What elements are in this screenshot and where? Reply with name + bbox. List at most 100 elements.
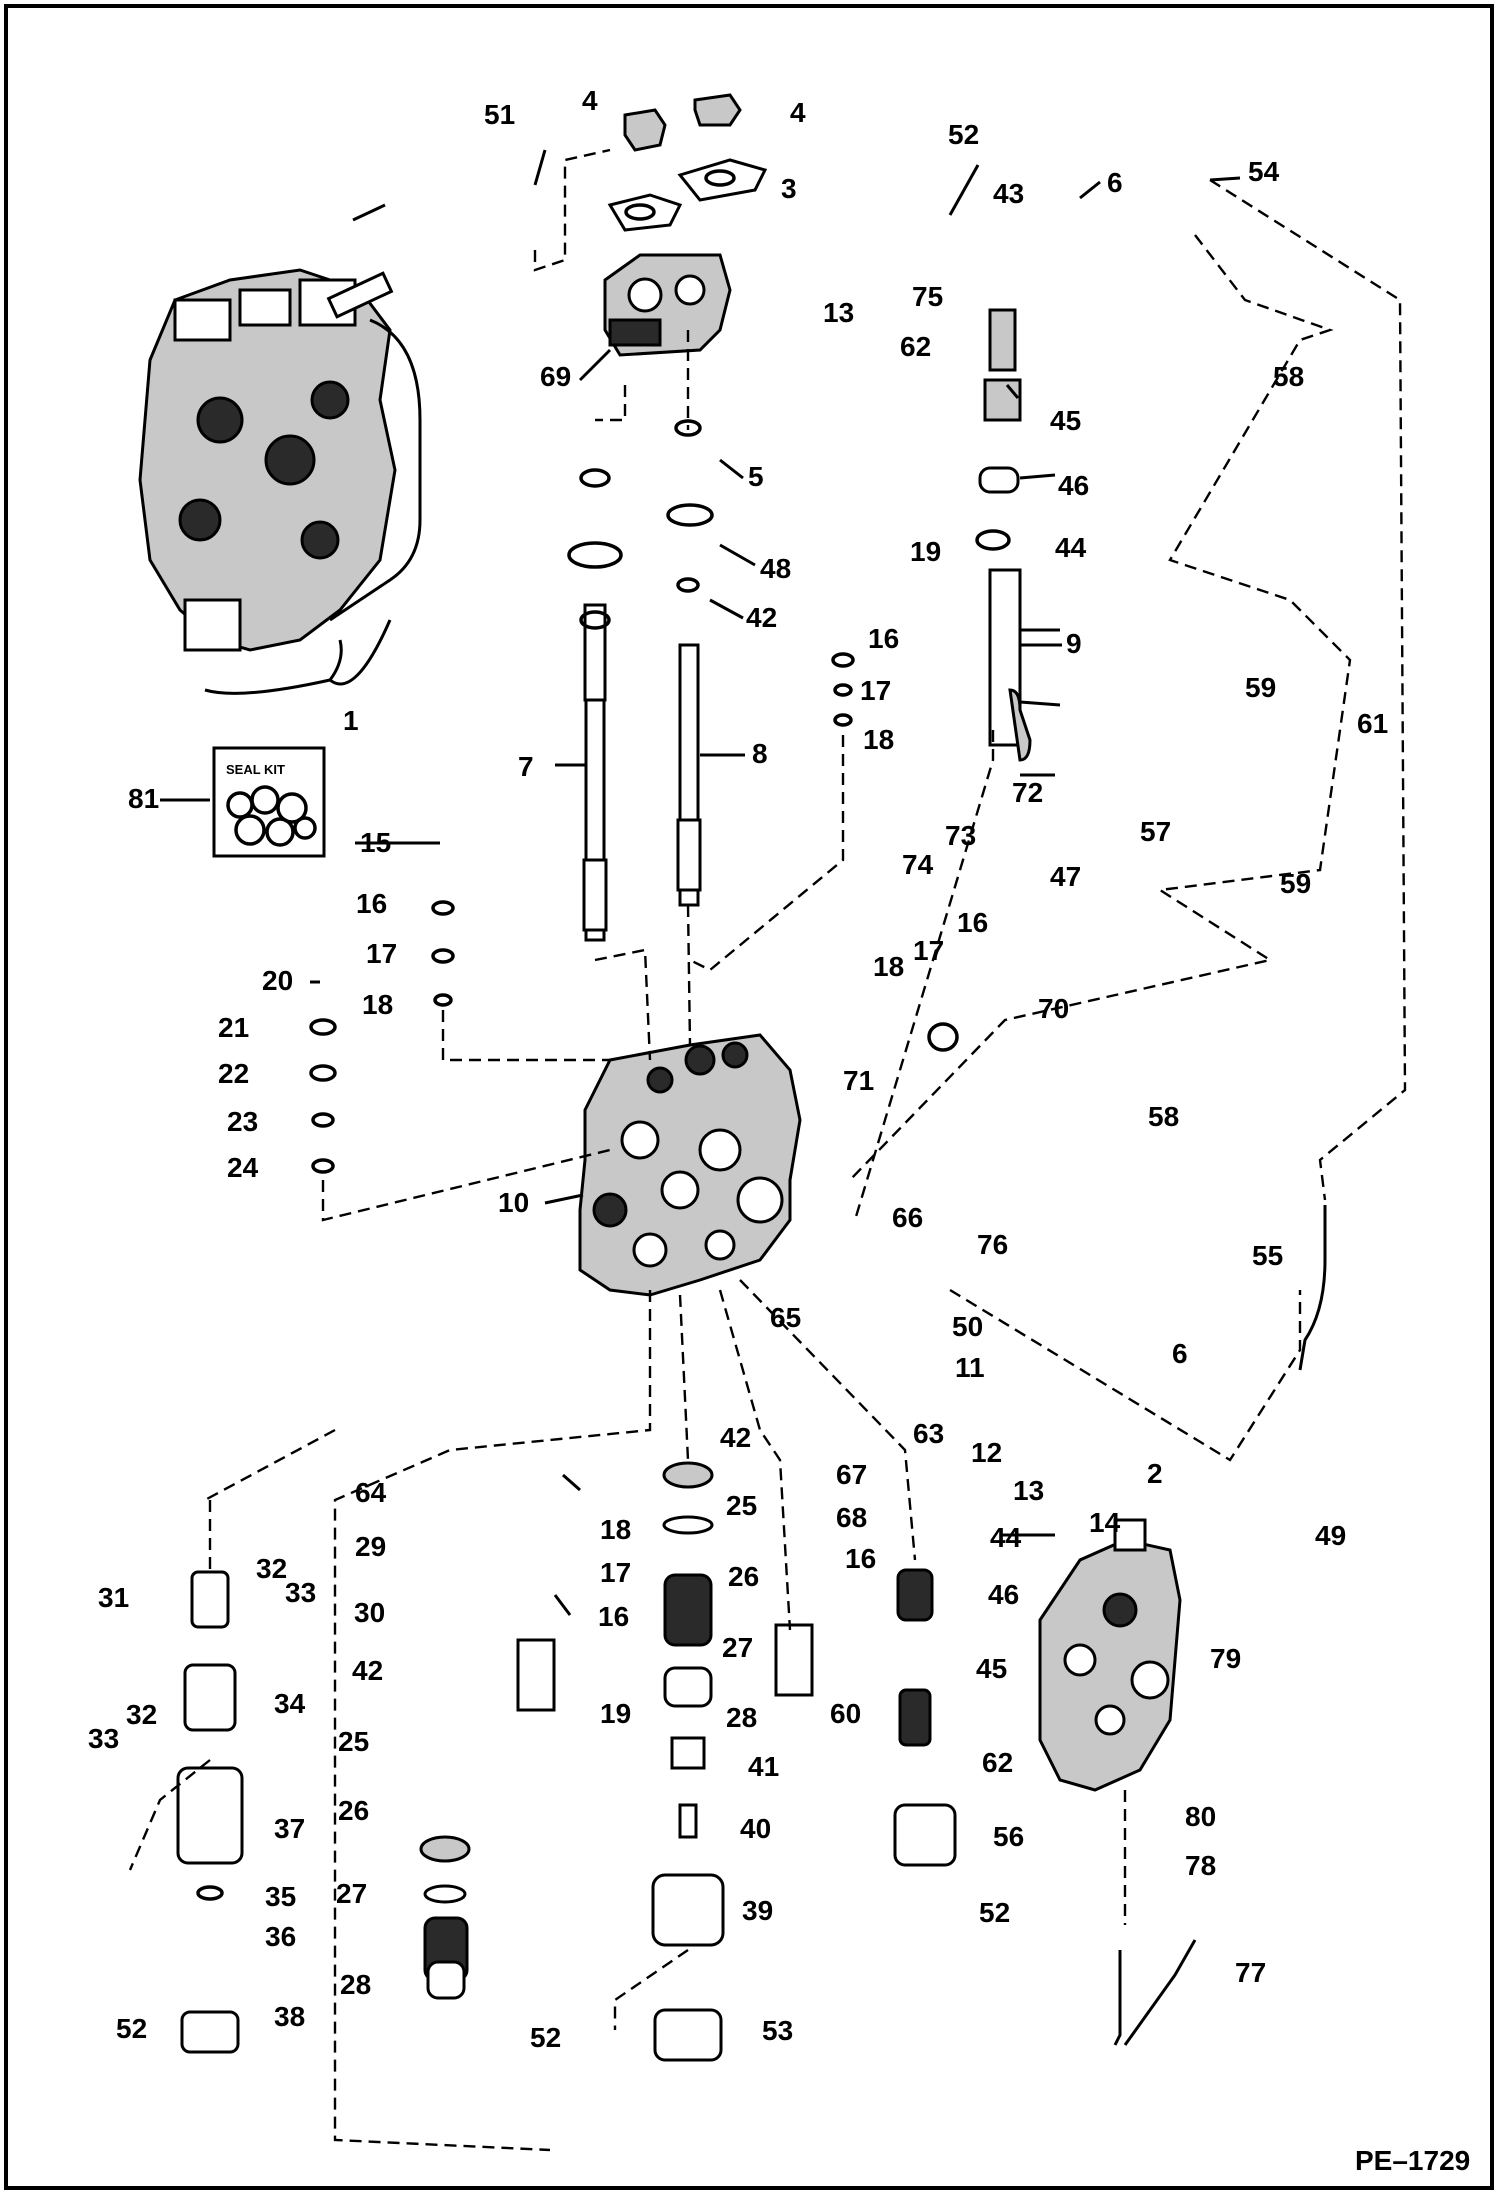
label-70: 70 (1038, 993, 1069, 1024)
label-9: 9 (1066, 628, 1082, 659)
label-41: 41 (748, 1751, 779, 1782)
label-10: 10 (498, 1187, 529, 1218)
label-17a: 17 (860, 675, 891, 706)
label-18d: 18 (600, 1514, 631, 1545)
label-59b: 59 (1280, 868, 1311, 899)
part-labels: 1 2 3 4 4 5 6 6 7 8 9 10 11 12 13 13 14 … (88, 85, 1388, 2053)
label-52a: 52 (948, 119, 979, 150)
label-67: 67 (836, 1459, 867, 1490)
label-55: 55 (1252, 1240, 1283, 1271)
spools (582, 603, 702, 942)
label-6b: 6 (1172, 1338, 1188, 1369)
assembly-lines (128, 148, 1407, 2152)
label-25a: 25 (726, 1490, 757, 1521)
label-5: 5 (748, 461, 764, 492)
label-58a: 58 (1273, 361, 1304, 392)
leader-lines (352, 149, 1241, 1616)
bracket-1 (204, 619, 392, 695)
label-32b: 32 (126, 1699, 157, 1730)
label-19a: 19 (910, 536, 941, 567)
label-62a: 62 (900, 331, 931, 362)
label-42a: 42 (746, 602, 777, 633)
label-44b: 44 (990, 1522, 1022, 1553)
valve-body-10 (578, 1033, 802, 1297)
drawing-code: PE–1729 (1355, 2145, 1471, 2176)
label-17b: 17 (366, 938, 397, 969)
label-75: 75 (912, 281, 943, 312)
label-81: 81 (128, 783, 159, 814)
label-27a: 27 (722, 1632, 753, 1663)
label-8: 8 (752, 738, 768, 769)
seal-kit-icon: SEAL KIT (212, 746, 326, 858)
label-68: 68 (836, 1502, 867, 1533)
label-42c: 42 (352, 1655, 383, 1686)
label-18a: 18 (863, 724, 894, 755)
label-16d: 16 (598, 1601, 629, 1632)
label-65: 65 (770, 1302, 801, 1333)
label-48: 48 (760, 553, 791, 584)
label-7: 7 (518, 751, 534, 782)
label-11: 11 (955, 1352, 985, 1383)
label-46a: 46 (1058, 470, 1089, 501)
label-leaders (160, 348, 1062, 1205)
label-17d: 17 (600, 1557, 631, 1588)
label-42b: 42 (720, 1422, 751, 1453)
label-33a: 33 (285, 1577, 316, 1608)
label-28a: 28 (726, 1702, 757, 1733)
label-40: 40 (740, 1813, 771, 1844)
label-37: 37 (274, 1813, 305, 1844)
label-74: 74 (902, 849, 934, 880)
label-78: 78 (1185, 1850, 1216, 1881)
label-64: 64 (355, 1477, 387, 1508)
label-72: 72 (1012, 777, 1043, 808)
label-52c: 52 (116, 2013, 147, 2044)
label-34: 34 (274, 1688, 306, 1719)
label-49: 49 (1315, 1520, 1346, 1551)
label-69: 69 (540, 361, 571, 392)
label-31: 31 (98, 1582, 129, 1613)
label-50: 50 (952, 1311, 983, 1342)
label-44a: 44 (1055, 532, 1087, 563)
label-80: 80 (1185, 1801, 1216, 1832)
label-23: 23 (227, 1106, 258, 1137)
label-18c: 18 (873, 951, 904, 982)
label-14: 14 (1089, 1507, 1121, 1538)
label-45b: 45 (976, 1653, 1007, 1684)
control-valve-2 (1038, 1518, 1182, 1792)
label-18b: 18 (362, 989, 393, 1020)
label-33b: 33 (88, 1723, 119, 1754)
label-16c: 16 (957, 907, 988, 938)
label-76: 76 (977, 1229, 1008, 1260)
label-51: 51 (484, 99, 515, 130)
label-30: 30 (354, 1597, 385, 1628)
tube-55 (1298, 1205, 1327, 1371)
label-21: 21 (218, 1012, 249, 1043)
label-28b: 28 (340, 1969, 371, 2000)
label-73: 73 (945, 820, 976, 851)
label-79: 79 (1210, 1643, 1241, 1674)
label-46b: 46 (988, 1579, 1019, 1610)
label-63: 63 (913, 1418, 944, 1449)
relief-valve-assembly (176, 1570, 244, 2054)
o-rings (309, 419, 1011, 1174)
label-3: 3 (781, 173, 797, 204)
label-13a: 13 (823, 297, 854, 328)
label-58b: 58 (1148, 1101, 1179, 1132)
label-16b: 16 (356, 888, 387, 919)
label-61: 61 (1357, 708, 1388, 739)
label-77: 77 (1235, 1957, 1266, 1988)
label-22: 22 (218, 1058, 249, 1089)
label-52d: 52 (530, 2022, 561, 2053)
label-16a: 16 (868, 623, 899, 654)
caps-and-gaskets (607, 93, 768, 232)
label-4a: 4 (582, 85, 598, 116)
label-24: 24 (227, 1152, 259, 1183)
label-1: 1 (343, 705, 359, 736)
label-53: 53 (762, 2015, 793, 2046)
right-side-parts (978, 308, 1032, 762)
tube-77 (1113, 1939, 1197, 2046)
label-38: 38 (274, 2001, 305, 2032)
label-57: 57 (1140, 816, 1171, 847)
label-13b: 13 (1013, 1475, 1044, 1506)
